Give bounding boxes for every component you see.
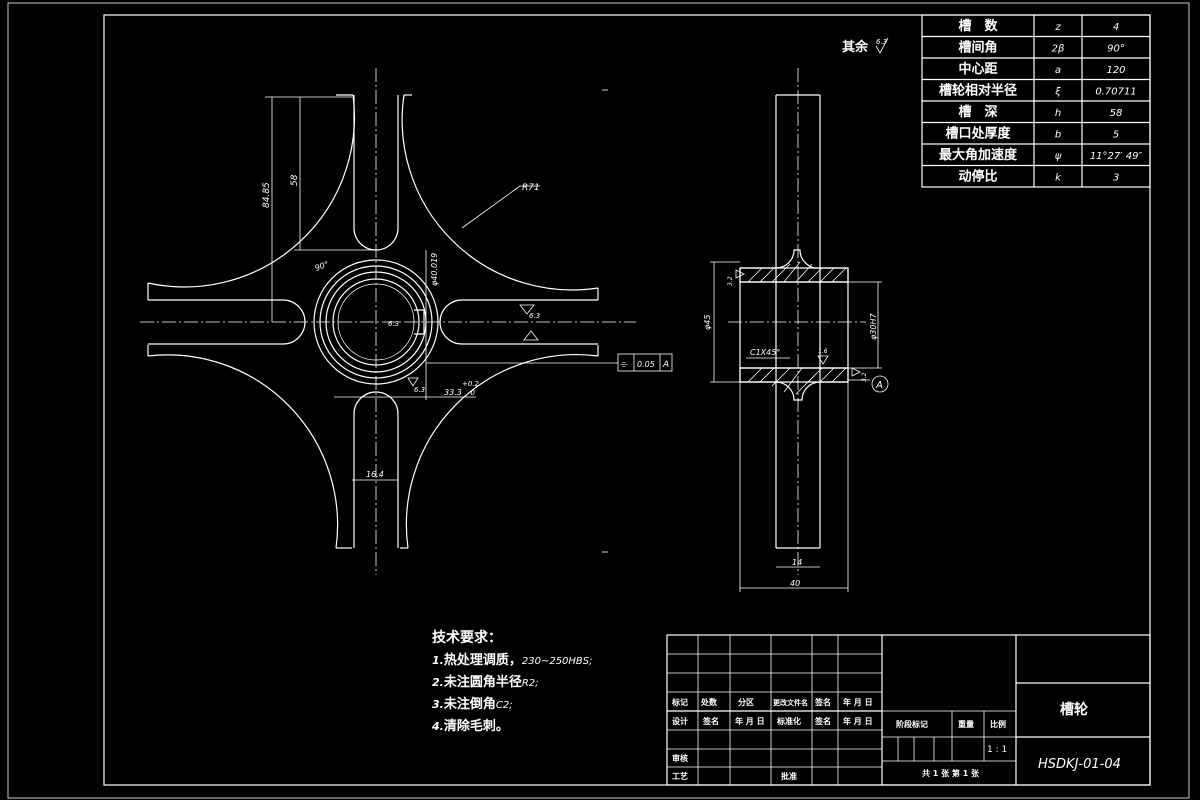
param-name: 槽轮相对半径 bbox=[939, 83, 1017, 99]
ra-right-label: 6.3 bbox=[529, 312, 540, 320]
dim-14: 14 bbox=[792, 558, 802, 567]
tb-label: 更改文件名 bbox=[773, 698, 808, 707]
dim-chamfer: C1X45° bbox=[750, 348, 780, 357]
dim-slot-width: 16.4 bbox=[366, 470, 384, 479]
param-name: 槽口处厚度 bbox=[945, 126, 1011, 142]
feature-control-frame bbox=[426, 353, 673, 372]
datum-a-circle bbox=[871, 375, 889, 393]
front-view bbox=[140, 68, 636, 575]
tb-label: 标准化 bbox=[776, 716, 801, 726]
tb-label: 年 月 日 bbox=[735, 716, 765, 726]
param-symbol: k bbox=[1055, 173, 1062, 184]
param-symbol: z bbox=[1054, 22, 1061, 33]
dim-angle-90: 90° bbox=[314, 260, 330, 273]
tech-req-item: 3.未注倒角C2; bbox=[432, 696, 513, 712]
tech-req-item: 2.未注圆角半径R2; bbox=[432, 674, 539, 690]
param-name: 动停比 bbox=[958, 169, 997, 185]
tb-label: 分区 bbox=[738, 697, 754, 707]
dim-40: 40 bbox=[790, 579, 800, 588]
surface-finish-icon bbox=[875, 37, 889, 54]
param-name: 槽间角 bbox=[958, 40, 997, 56]
fcf-datum: A bbox=[662, 360, 669, 370]
surface-finish-value: 6.3 bbox=[876, 38, 887, 46]
tb-label: 标记 bbox=[671, 697, 688, 707]
param-value: 0.70711 bbox=[1095, 87, 1136, 98]
dim-bore-h7: φ30H7 bbox=[869, 313, 878, 340]
tb-label: 签名 bbox=[814, 716, 831, 726]
dim-outer-diameter: φ45 bbox=[703, 315, 712, 330]
param-value: 90° bbox=[1107, 44, 1125, 55]
dim-58: 58 bbox=[290, 174, 300, 186]
ra-top-side: 3.2 bbox=[727, 276, 734, 286]
title-block-text: 标记 处数 分区 更改文件名 签名 年 月 日 设计 签名 年 月 日 标准化 … bbox=[671, 697, 1121, 781]
tb-label: 处数 bbox=[700, 697, 718, 707]
tech-req-item: 4.清除毛刺。 bbox=[431, 718, 509, 734]
datum-a-label: A bbox=[875, 380, 883, 391]
param-name: 槽 数 bbox=[958, 18, 998, 34]
tb-approve: 批准 bbox=[781, 771, 797, 781]
param-symbol: a bbox=[1055, 65, 1061, 76]
ra-left-label: 6.3 bbox=[388, 320, 399, 328]
tb-label: 签名 bbox=[814, 697, 831, 707]
tb-sheets: 共 1 张 第 1 张 bbox=[922, 768, 980, 778]
surface-finish-note: 其余 bbox=[842, 39, 869, 55]
param-value: 11°27′ 49″ bbox=[1090, 151, 1143, 162]
tb-label: 设计 bbox=[672, 716, 688, 726]
param-name: 中心距 bbox=[958, 61, 997, 77]
tb-process: 工艺 bbox=[672, 771, 688, 781]
dim-key-tol-upper: +0.2 bbox=[462, 380, 480, 388]
param-symbol: b bbox=[1055, 130, 1061, 141]
ra-inner-side: 1.6 bbox=[818, 348, 828, 355]
tb-drawing-number: HSDKJ-01-04 bbox=[1038, 757, 1121, 772]
outer-border bbox=[7, 2, 1190, 799]
param-symbol: 2β bbox=[1052, 44, 1065, 55]
param-name: 最大角加速度 bbox=[939, 147, 1018, 163]
param-symbol: ψ bbox=[1055, 151, 1062, 162]
ra-bottom-label: 6.3 bbox=[414, 386, 425, 394]
param-symbol: h bbox=[1055, 108, 1061, 119]
dim-84-85: 84.85 bbox=[262, 182, 272, 208]
tech-req-list: 1.热处理调质，230~250HBS; 2.未注圆角半径R2; 3.未注倒角C2… bbox=[431, 652, 593, 734]
param-value: 120 bbox=[1106, 65, 1125, 76]
param-symbol: ξ bbox=[1054, 87, 1061, 98]
tb-label: 年 月 日 bbox=[843, 697, 873, 707]
dim-bore-diameter: φ40.019 bbox=[430, 253, 439, 286]
inner-border bbox=[103, 14, 1151, 786]
dim-key-tol-lower: -0 bbox=[468, 389, 476, 397]
param-value: 3 bbox=[1113, 173, 1119, 184]
tb-audit: 审核 bbox=[672, 753, 688, 763]
tech-req-item: 1.热处理调质，230~250HBS; bbox=[432, 652, 593, 668]
tb-label: 签名 bbox=[702, 716, 719, 726]
param-table bbox=[921, 14, 1151, 188]
fcf-tolerance: 0.05 bbox=[637, 360, 655, 369]
title-block bbox=[666, 634, 1151, 786]
param-value: 58 bbox=[1110, 108, 1123, 119]
tb-weight: 重量 bbox=[958, 719, 974, 729]
tb-scale-value: 1 : 1 bbox=[987, 745, 1007, 755]
dim-key-width: 33.3 bbox=[444, 388, 462, 397]
param-value: 4 bbox=[1113, 22, 1119, 33]
dim-r71: R71 bbox=[522, 183, 540, 193]
param-name: 槽 深 bbox=[958, 104, 997, 120]
tb-label: 年 月 日 bbox=[843, 716, 873, 726]
ra-right-side: 3.2 bbox=[861, 372, 868, 382]
param-value: 5 bbox=[1113, 130, 1119, 141]
side-view bbox=[710, 68, 889, 592]
tb-part-name: 槽轮 bbox=[1060, 701, 1088, 718]
fcf-symbol: ⌯ bbox=[620, 359, 628, 370]
tb-stage-mark: 阶段标记 bbox=[896, 719, 928, 729]
tech-req-title: 技术要求： bbox=[432, 629, 502, 646]
tb-scale-label: 比例 bbox=[990, 719, 1006, 729]
param-table-rows: 槽 数 z 4 槽间角 2β 90° 中心距 a 120 槽轮相对半径 ξ 0.70711 槽 深 h 58… bbox=[939, 18, 1142, 185]
